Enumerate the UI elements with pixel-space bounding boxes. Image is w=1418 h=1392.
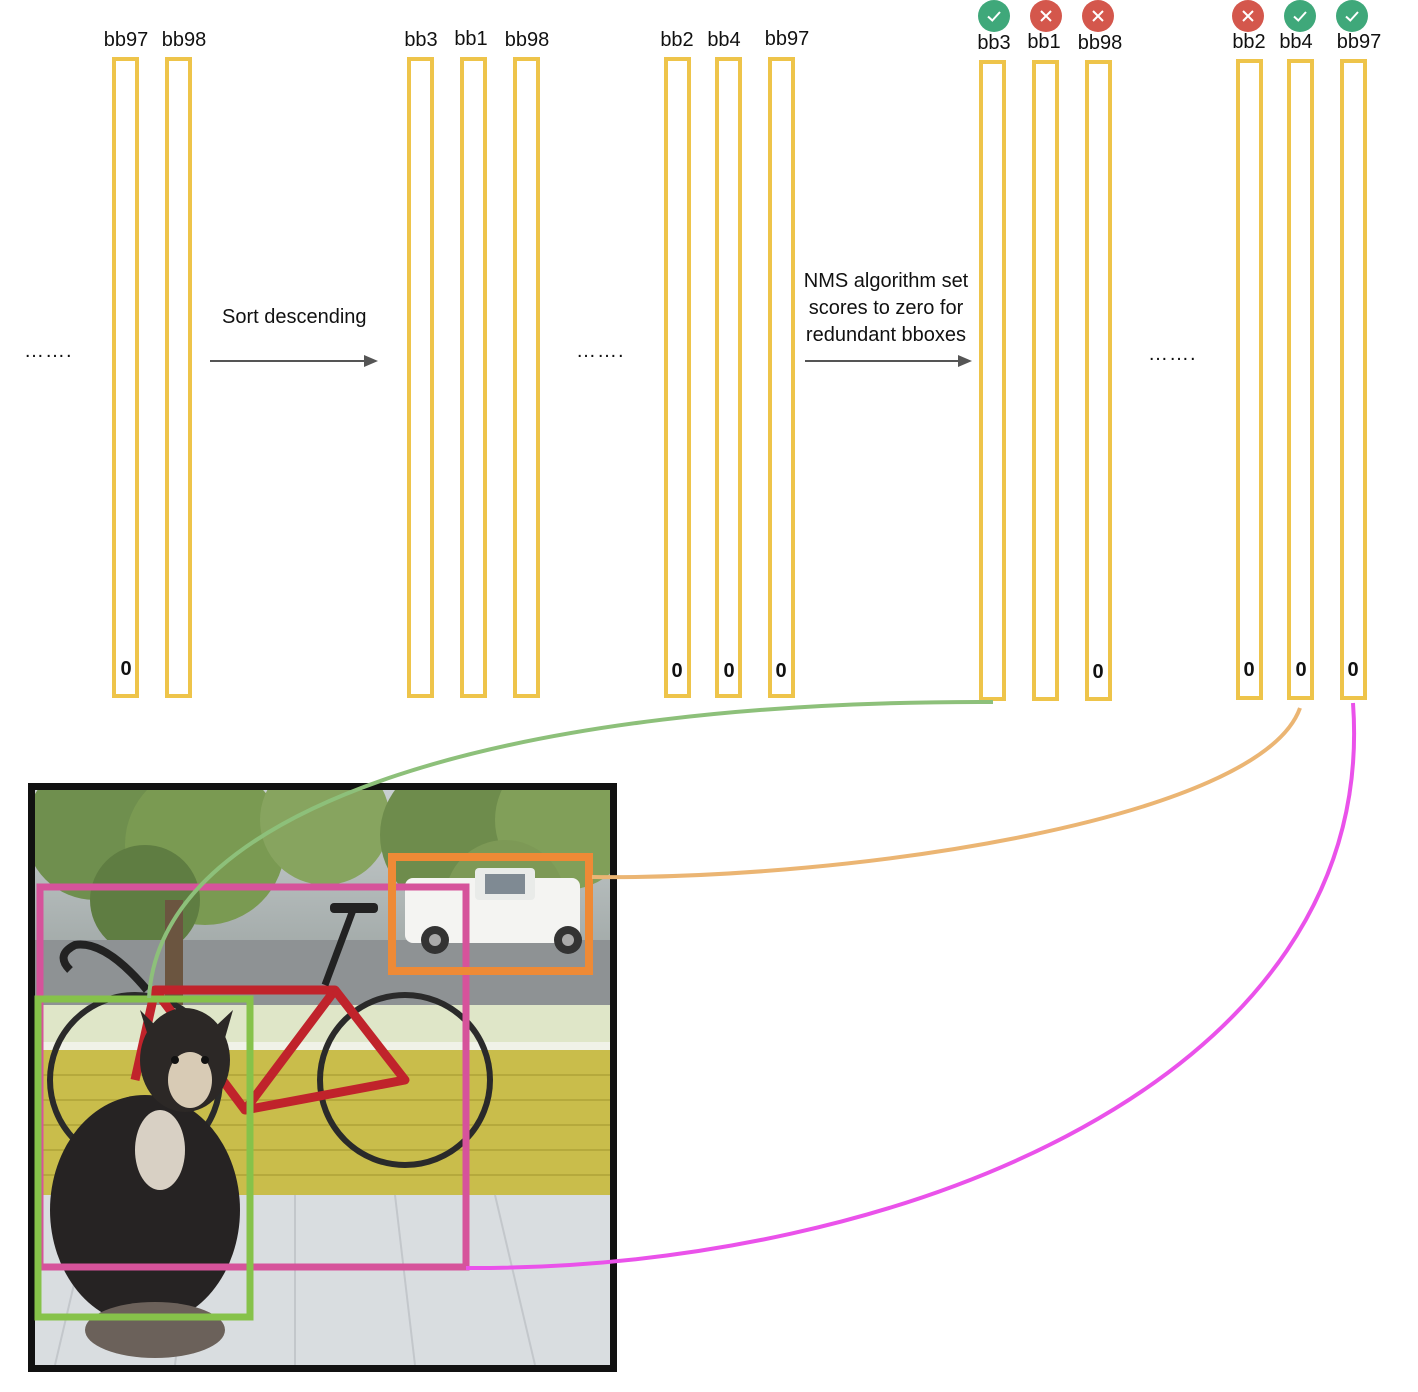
zero-score: 0 — [1347, 659, 1359, 681]
nms-caption: NMS algorithm set scores to zero for red… — [797, 268, 975, 349]
score-bar-bb2 — [664, 57, 691, 698]
zero-score: 0 — [671, 660, 683, 682]
zero-score: 0 — [723, 660, 735, 682]
zero-score: 0 — [775, 660, 787, 682]
drop-status-icon — [1082, 0, 1114, 32]
detection-photo — [28, 783, 617, 1372]
drop-status-icon — [1232, 0, 1264, 32]
nms-caption-line: redundant bboxes — [805, 324, 967, 346]
sort-caption: Sort descending — [222, 306, 367, 328]
bbox-label: bb3 — [404, 29, 438, 51]
ellipsis: ……. — [576, 340, 625, 362]
close-icon — [1092, 10, 1104, 22]
bbox-label: bb4 — [1279, 31, 1313, 53]
score-bar-bb1 — [460, 57, 487, 698]
score-bar-bb3 — [979, 60, 1006, 701]
bbox-label: bb2 — [660, 29, 694, 51]
score-bar-bb98 — [165, 57, 192, 698]
zero-score: 0 — [120, 658, 132, 680]
close-icon — [1242, 10, 1254, 22]
keep-status-icon — [1336, 0, 1368, 32]
zero-score: 0 — [1295, 659, 1307, 681]
bbox-label: bb1 — [1027, 31, 1061, 53]
scene-illustration — [35, 790, 610, 1365]
bbox-label: bb98 — [161, 29, 207, 51]
bbox-label: bb3 — [977, 32, 1011, 54]
nms-arrow-head — [958, 355, 972, 367]
nms-caption-line: scores to zero for — [808, 297, 964, 319]
keep-status-icon — [978, 0, 1010, 32]
ellipsis: ……. — [1148, 343, 1197, 365]
sort-arrow-head — [364, 355, 378, 367]
score-bar-bb98 — [1085, 60, 1112, 701]
score-bar-bb3 — [407, 57, 434, 698]
bbox-label: bb97 — [103, 29, 149, 51]
score-bar-bb97 — [112, 57, 139, 698]
score-bar-bb1 — [1032, 60, 1059, 701]
score-bar-bb4 — [715, 57, 742, 698]
bbox-label: bb97 — [1336, 31, 1382, 53]
bbox-label: bb1 — [454, 28, 488, 50]
bbox-label: bb4 — [707, 29, 741, 51]
ellipsis: ……. — [24, 340, 73, 362]
zero-score: 0 — [1243, 659, 1255, 681]
score-bar-bb97 — [1340, 59, 1367, 700]
bbox-label: bb97 — [764, 28, 810, 50]
score-bar-bb2 — [1236, 59, 1263, 700]
drop-status-icon — [1030, 0, 1062, 32]
link-bb4-truck — [591, 707, 1302, 880]
bbox-label: bb2 — [1232, 31, 1266, 53]
bbox-label: bb98 — [1077, 32, 1123, 54]
close-icon — [1040, 10, 1052, 22]
check-icon — [987, 11, 1001, 22]
check-icon — [1293, 11, 1307, 22]
keep-status-icon — [1284, 0, 1316, 32]
score-bar-bb98 — [513, 57, 540, 698]
nms-caption-line: NMS algorithm set — [803, 270, 969, 292]
zero-score: 0 — [1092, 661, 1104, 683]
bbox-label: bb98 — [504, 29, 550, 51]
score-bar-bb97 — [768, 57, 795, 698]
check-icon — [1345, 11, 1359, 22]
score-bar-bb4 — [1287, 59, 1314, 700]
